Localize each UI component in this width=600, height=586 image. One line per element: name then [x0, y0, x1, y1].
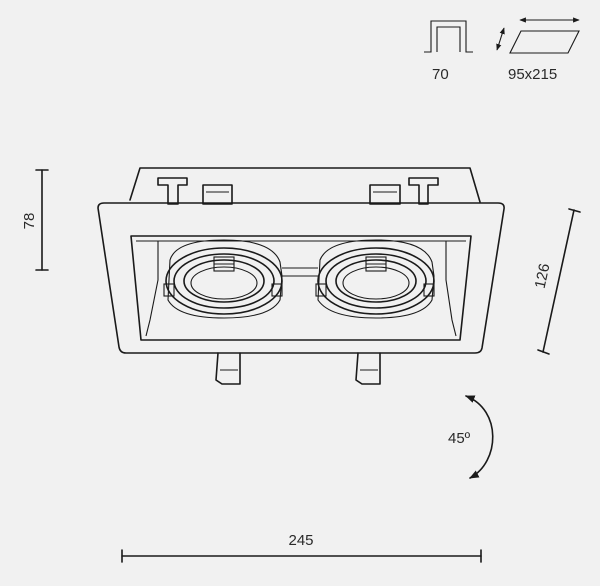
tilt-label: 45º — [448, 430, 471, 447]
tilt-arrow — [465, 395, 494, 479]
cutout-size-label: 95x215 — [508, 66, 557, 83]
width-label: 245 — [288, 532, 313, 549]
depth-label: 126 — [532, 262, 554, 290]
cutout-depth-label: 70 — [432, 66, 449, 83]
height-label: 78 — [21, 213, 38, 230]
fixture-drawing — [97, 167, 505, 385]
height-dimension-line — [35, 169, 49, 271]
cutout-depth-icon — [424, 20, 473, 53]
depth-dimension-line — [537, 208, 581, 355]
cutout-size-icon — [496, 17, 580, 54]
width-dimension-line — [121, 549, 482, 563]
